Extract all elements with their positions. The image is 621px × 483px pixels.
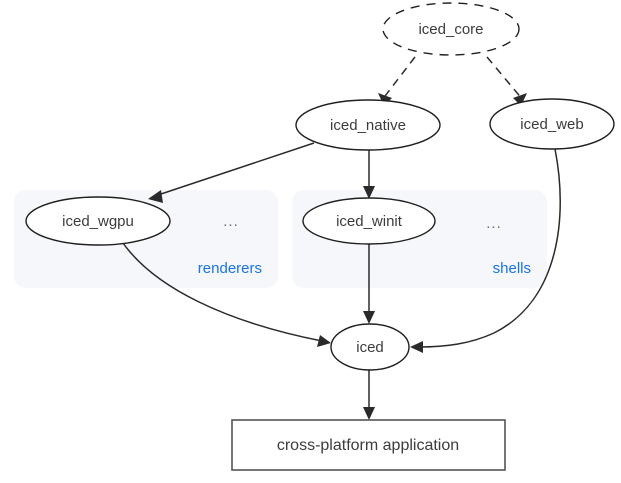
node-iced-core-shape[interactable] (382, 2, 520, 56)
edge-iced-native-to-iced-wgpu (148, 142, 315, 203)
edge-iced-native-to-iced-winit (363, 150, 375, 199)
node-iced-core-label: iced_core (418, 21, 483, 38)
node-iced-winit-label: iced_winit (336, 213, 403, 230)
node-application-label: cross-platform application (277, 437, 459, 454)
edge-line (154, 142, 315, 197)
node-iced-web[interactable]: iced_web (489, 98, 615, 150)
cluster-shells-ellipsis: ... (486, 215, 502, 232)
arrow-head-icon (317, 335, 331, 347)
arrow-head-icon (410, 341, 423, 353)
cluster-shells-label: shells (493, 260, 531, 277)
edge-iced-wgpu-to-iced (122, 242, 331, 347)
cluster-renderers-label: renderers (198, 260, 262, 277)
node-iced-web-label: iced_web (520, 116, 583, 133)
node-iced[interactable]: iced (330, 323, 410, 371)
edge-iced-web-to-iced (410, 148, 561, 353)
arrow-head-icon (363, 407, 375, 420)
node-iced-core[interactable]: iced_core (382, 2, 520, 56)
arrow-head-icon (378, 93, 392, 106)
edge-line (418, 148, 561, 348)
node-iced-winit-shape[interactable] (302, 197, 436, 245)
node-iced-web-shape[interactable] (489, 98, 615, 150)
edge-line (122, 242, 323, 342)
node-iced-wgpu[interactable]: iced_wgpu (25, 196, 171, 246)
arrow-head-icon (363, 311, 375, 324)
edge-iced-core-to-iced-native (378, 56, 416, 106)
node-iced-native-shape[interactable] (295, 99, 441, 151)
node-iced-label: iced (356, 339, 384, 356)
arrow-head-icon (148, 190, 163, 203)
node-application-shape[interactable] (231, 419, 506, 471)
node-iced-native-label: iced_native (330, 117, 406, 134)
node-iced-winit[interactable]: iced_winit (302, 197, 436, 245)
arrow-head-icon (513, 93, 527, 106)
node-iced-native[interactable]: iced_native (295, 99, 441, 151)
cluster-renderers-ellipsis: ... (223, 213, 239, 230)
node-iced-wgpu-label: iced_wgpu (62, 213, 134, 230)
edge-line (381, 56, 416, 101)
node-iced-shape[interactable] (330, 323, 410, 371)
edge-iced-winit-to-iced (363, 244, 375, 324)
arrow-head-icon (363, 186, 375, 199)
edge-iced-to-application (363, 370, 375, 420)
edge-iced-core-to-iced-web (486, 56, 527, 106)
node-iced-wgpu-shape[interactable] (25, 196, 171, 246)
node-application[interactable]: cross-platform application (231, 419, 506, 471)
edge-line (486, 56, 524, 101)
